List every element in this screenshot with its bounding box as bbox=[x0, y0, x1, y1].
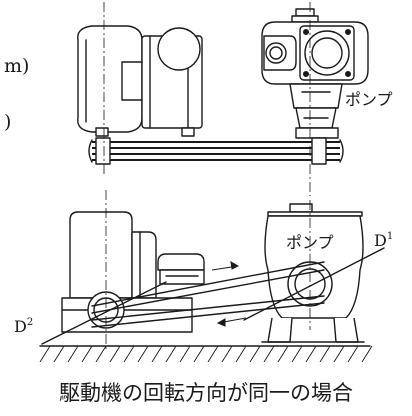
pump-plan bbox=[261, 8, 369, 139]
d2-label: D2 bbox=[14, 317, 33, 336]
direction-arrow-right bbox=[211, 261, 240, 271]
motor-plan bbox=[77, 25, 203, 137]
pump-label-top: ポンプ bbox=[345, 90, 393, 109]
d1-label: D1 bbox=[374, 231, 393, 250]
d2-line bbox=[41, 281, 167, 345]
belt-plan bbox=[88, 137, 344, 165]
d2-label-sub: 2 bbox=[27, 317, 33, 328]
pump-label-bottom: ポンプ bbox=[286, 233, 334, 252]
d2-label-main: D bbox=[14, 317, 27, 336]
motor-elevation bbox=[61, 211, 205, 333]
edge-text-line1: m) bbox=[4, 55, 29, 77]
belt-elevation bbox=[91, 261, 325, 328]
caption: 駆動機の回転方向が同一の場合 bbox=[59, 381, 353, 405]
d1-line bbox=[243, 247, 385, 321]
elevation-view: ポンプ D1 D2 bbox=[14, 190, 393, 363]
edge-text-line2: ) bbox=[4, 111, 11, 133]
d1-label-sub: 1 bbox=[387, 231, 393, 242]
plan-view: ポンプ bbox=[77, 2, 393, 196]
ground-hatching bbox=[39, 345, 373, 363]
direction-arrow-left bbox=[216, 317, 247, 327]
d1-label-main: D bbox=[374, 231, 387, 250]
